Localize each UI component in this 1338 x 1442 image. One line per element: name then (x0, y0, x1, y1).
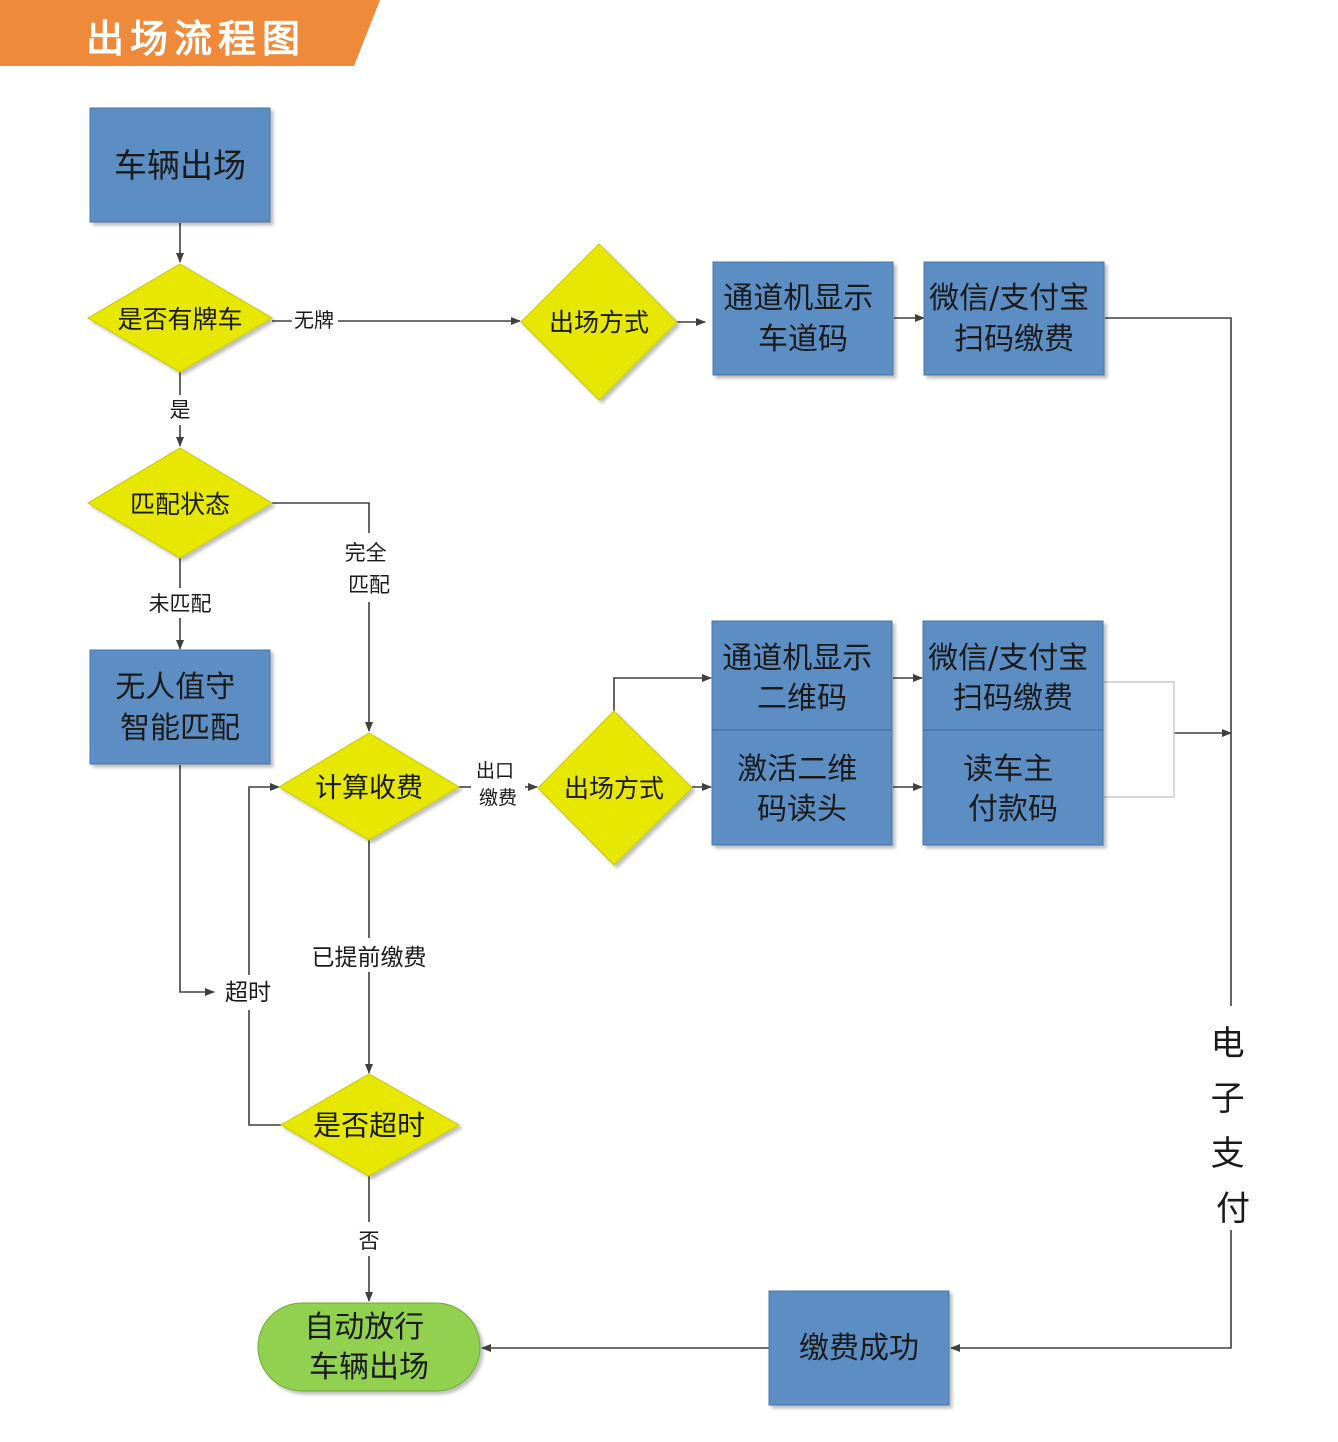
edge-mode-to-qr (613, 674, 712, 711)
node-show-lane-code-box (712, 261, 894, 376)
edge-label-yes: 是 (170, 398, 191, 422)
title-banner: 出场流程图 (0, 0, 380, 66)
node-match-status-diamond (87, 447, 273, 559)
node-unattended-match-label: 无人值守 智能匹配 (115, 670, 245, 746)
node-calc-fee-diamond (278, 732, 460, 841)
node-show-lane-code-label: 通道机显示 车道码 (723, 281, 883, 357)
edge-label-prepaid: 已提前缴费 (312, 945, 427, 971)
edge-label-unmatched: 未匹配 (149, 592, 212, 616)
node-timeout-check-diamond (280, 1073, 461, 1177)
node-activate-reader-label: 激活二维 码读头 (737, 752, 867, 827)
edge-label-exit-pay: 出口 缴费 (476, 760, 520, 809)
node-unattended-match-box (89, 649, 271, 765)
node-match-status-label: 匹配状态 (130, 490, 230, 519)
node-timeout-check-label: 是否超时 (313, 1109, 425, 1142)
node-pay-success-label: 缴费成功 (799, 1331, 919, 1366)
edge-label-e-pay: 电 子 支 付 (1211, 1024, 1256, 1229)
node-pay-success-box (768, 1290, 950, 1406)
node-has-plate-label: 是否有牌车 (117, 305, 242, 334)
edge-match-full (272, 502, 370, 533)
edge-epay-to-success (950, 1230, 1232, 1352)
node-show-qr-label: 通道机显示 二维码 (722, 641, 882, 716)
node-auto-release-label: 自动放行 车辆出场 (304, 1310, 434, 1385)
edge-unattended-to-timeout (179, 765, 215, 996)
edge-timeout-loop-up (248, 783, 280, 975)
title-banner-shape (0, 0, 380, 66)
node-calc-fee-label: 计算收费 (315, 773, 423, 804)
page-title: 出场流程图 (86, 17, 307, 61)
node-vehicle-exit-box (89, 107, 271, 223)
node-has-plate-diamond (87, 263, 273, 373)
node-exit-mode-top-diamond (520, 243, 678, 401)
node-exit-mode-top-label: 出场方式 (549, 308, 649, 337)
node-auto-release-terminal (257, 1302, 481, 1392)
node-scan-pay-mid-label: 微信/支付宝 扫码缴费 (928, 641, 1098, 716)
node-show-qr-box (711, 620, 893, 731)
edge-scan-to-epay-line (1105, 317, 1232, 1006)
edge-label-fully-matched: 完全 匹配 (345, 541, 394, 597)
edge-label-timeout: 超时 (225, 980, 271, 1006)
node-read-owner-code-label: 读车主 付款码 (963, 752, 1063, 827)
node-exit-mode-mid-label: 出场方式 (564, 774, 664, 803)
node-scan-pay-top-label: 微信/支付宝 扫码缴费 (929, 281, 1099, 357)
node-read-owner-code-box (922, 729, 1104, 846)
edge-bracket (1104, 681, 1175, 798)
node-scan-pay-top-box (923, 261, 1105, 376)
node-activate-reader-box (711, 729, 893, 846)
node-vehicle-exit-label: 车辆出场 (114, 146, 246, 185)
edge-label-no-plate: 无牌 (294, 308, 334, 332)
node-exit-mode-mid-diamond (537, 710, 693, 866)
edge-label-no: 否 (359, 1229, 380, 1253)
node-scan-pay-mid-box (922, 620, 1104, 731)
edge-timeout-loop-down (248, 1010, 281, 1126)
